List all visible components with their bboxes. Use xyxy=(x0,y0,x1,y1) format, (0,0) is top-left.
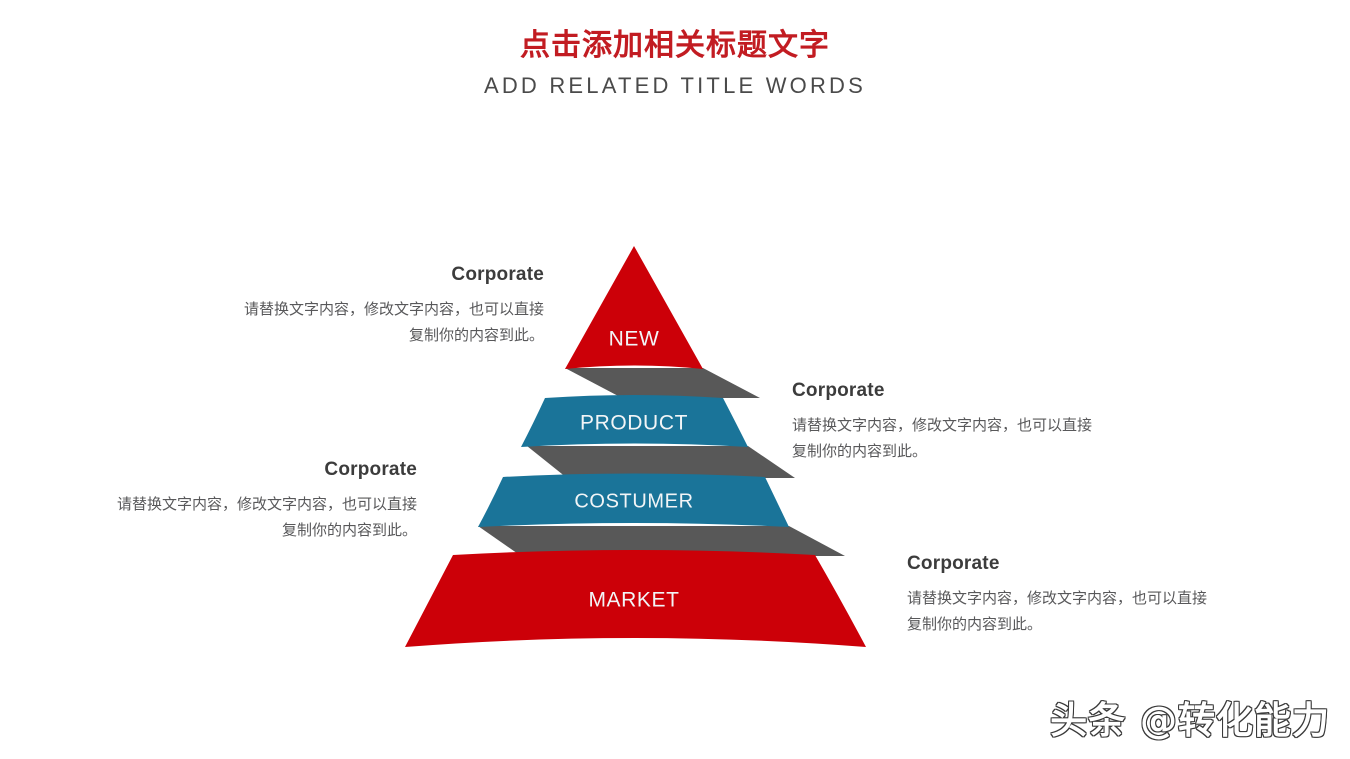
caption-product[interactable]: Corporate 请替换文字内容，修改文字内容，也可以直接复制你的内容到此。 xyxy=(792,378,1092,464)
page-title: 点击添加相关标题文字 xyxy=(520,28,830,63)
pyramid-level-market[interactable]: MARKET xyxy=(405,550,866,647)
caption-market-title: Corporate xyxy=(907,553,1000,574)
shadow-wedge-3 xyxy=(478,526,845,556)
caption-new-title: Corporate xyxy=(451,264,544,285)
pyramid-level-product[interactable]: PRODUCT xyxy=(521,395,748,447)
caption-new[interactable]: Corporate 请替换文字内容，修改文字内容，也可以直接复制你的内容到此。 xyxy=(244,262,544,348)
pyramid-level-new[interactable]: NEW xyxy=(565,246,703,369)
page-subtitle: ADD RELATED TITLE WORDS xyxy=(483,73,867,98)
watermark: 头条 @转化能力 xyxy=(1050,699,1330,742)
pyramid-level-costumer[interactable]: COSTUMER xyxy=(478,473,789,528)
pyramid-level-market-label: MARKET xyxy=(588,589,679,612)
pyramid-level-new-label: NEW xyxy=(609,328,660,351)
pyramid-level-costumer-label: COSTUMER xyxy=(574,490,693,512)
caption-costumer-title: Corporate xyxy=(324,459,417,480)
caption-product-title: Corporate xyxy=(792,380,885,401)
caption-market-body: 请替换文字内容，修改文字内容，也可以直接复制你的内容到此。 xyxy=(907,589,1208,633)
pyramid-level-new-shape[interactable] xyxy=(565,246,703,369)
pyramid-level-product-shape[interactable] xyxy=(521,395,748,447)
caption-new-body: 请替换文字内容，修改文字内容，也可以直接复制你的内容到此。 xyxy=(244,300,545,344)
caption-product-body: 请替换文字内容，修改文字内容，也可以直接复制你的内容到此。 xyxy=(792,416,1093,460)
caption-costumer[interactable]: Corporate 请替换文字内容，修改文字内容，也可以直接复制你的内容到此。 xyxy=(117,457,417,543)
shadow-wedge-2 xyxy=(527,446,795,478)
pyramid-level-costumer-shape[interactable] xyxy=(478,473,789,528)
caption-costumer-body: 请替换文字内容，修改文字内容，也可以直接复制你的内容到此。 xyxy=(117,495,418,539)
pyramid-level-product-label: PRODUCT xyxy=(580,412,688,435)
shadow-wedge-1 xyxy=(565,368,760,398)
pyramid-level-market-shape[interactable] xyxy=(405,550,866,647)
title-block: 点击添加相关标题文字 ADD RELATED TITLE WORDS xyxy=(0,26,1350,100)
caption-market[interactable]: Corporate 请替换文字内容，修改文字内容，也可以直接复制你的内容到此。 xyxy=(907,551,1207,637)
